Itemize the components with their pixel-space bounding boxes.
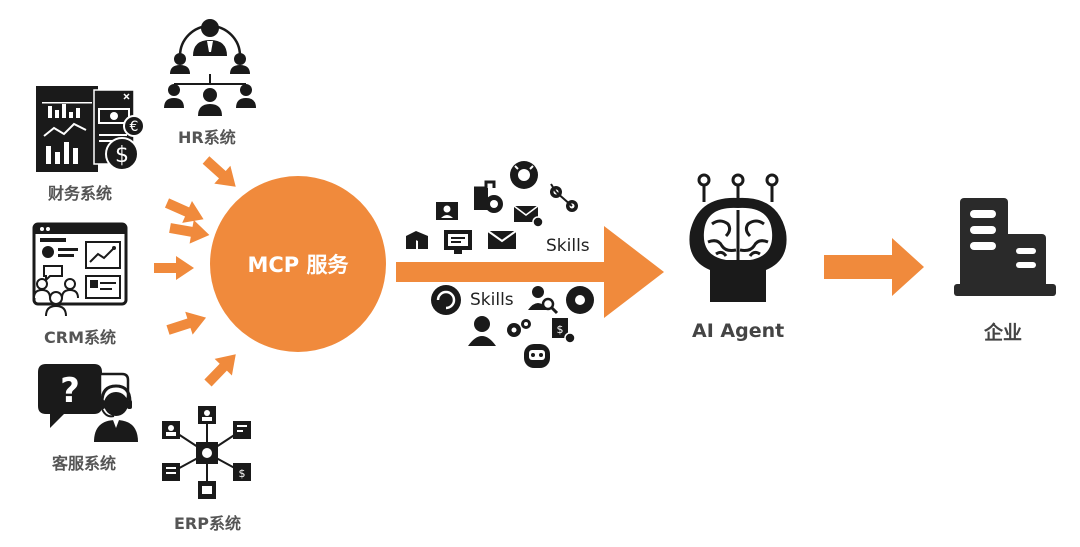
arrow-from-support-2 xyxy=(199,345,245,392)
svg-text:$: $ xyxy=(557,323,564,336)
support-system-label: 客服系统 xyxy=(52,454,117,473)
arrow-from-crm xyxy=(154,256,194,280)
finance-dashboard-icon: € $ xyxy=(36,84,144,176)
ai-brain-icon xyxy=(682,170,794,310)
office-building-icon xyxy=(954,196,1056,298)
svg-text:?: ? xyxy=(60,371,80,411)
arrow-from-support-1 xyxy=(164,306,210,342)
enterprise-label: 企业 xyxy=(984,322,1023,344)
crm-system-label: CRM系统 xyxy=(44,328,116,347)
arrow-from-hr xyxy=(197,151,244,196)
hr-system-label: HR系统 xyxy=(178,128,236,147)
agent-to-enterprise-arrow xyxy=(824,238,924,296)
hr-system-icon xyxy=(160,12,260,118)
agent-label: AI Agent xyxy=(692,320,785,342)
upper-skills-cluster xyxy=(400,158,590,258)
crm-dashboard-icon xyxy=(30,222,132,320)
arrow-from-finance-1 xyxy=(162,192,209,231)
svg-text:$: $ xyxy=(239,467,246,480)
mcp-to-agent-arrow xyxy=(396,226,664,318)
mcp-hub: MCP 服务 xyxy=(210,176,386,352)
erp-network-icon: $ xyxy=(158,404,256,502)
lower-skills-cluster: $ xyxy=(424,280,604,372)
skills-lower-label: Skills xyxy=(470,290,514,310)
svg-text:€: € xyxy=(130,119,139,135)
customer-service-icon: ? xyxy=(36,362,138,442)
mcp-hub-label: MCP 服务 xyxy=(247,253,349,277)
svg-text:$: $ xyxy=(115,143,129,168)
finance-system-label: 财务系统 xyxy=(48,184,113,203)
skills-upper-label: Skills xyxy=(546,236,590,256)
erp-system-label: ERP系统 xyxy=(174,514,241,533)
